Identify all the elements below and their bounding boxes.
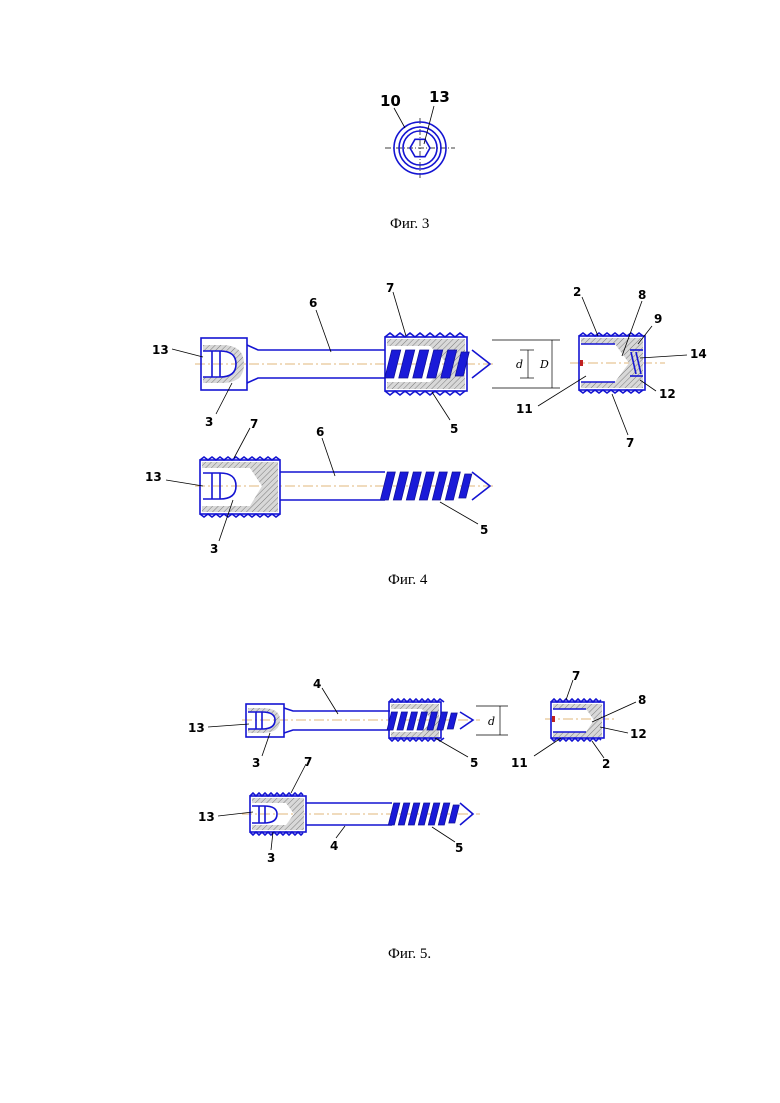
fig4-top-label-tip: 5: [450, 422, 458, 436]
fig5-bottom-label-head: 3: [267, 851, 275, 865]
fig4-sleeve-label-chamfer: 9: [654, 312, 662, 326]
fig3-end-view: 10 13: [380, 88, 455, 178]
fig4-sleeve-label-thread: 12: [659, 387, 676, 401]
fig5-sleeve-label-body: 2: [602, 757, 610, 771]
fig4-bottom-label-socket: 13: [145, 470, 162, 484]
fig5-top-label-shaft: 4: [313, 677, 321, 691]
fig5-top-thread: [387, 712, 457, 730]
fig4-sleeve-label-body: 2: [573, 285, 581, 299]
fig3-label-hex: 13: [429, 88, 450, 106]
fig4-bottom-assembly: 13 3 7 6 5: [145, 417, 495, 556]
fig5-sleeve-label-slot: 11: [511, 756, 528, 770]
fig5-bottom-assembly: 13 3 7 4 5: [198, 755, 480, 865]
fig5-caption: Фиг. 5.: [388, 946, 431, 962]
fig5-sleeve-part: 7 8 12 11 2: [511, 669, 647, 771]
fig5-dim-d: d: [488, 715, 495, 728]
fig4-sleeve-label-outer: 7: [626, 436, 634, 450]
fig4-top-label-shaft: 6: [309, 296, 317, 310]
fig4-sleeve-label-bore: 14: [690, 347, 707, 361]
fig4-top-label-socket: 13: [152, 343, 169, 357]
fig5-top-label-head: 3: [252, 756, 260, 770]
fig4-top-label-head: 3: [205, 415, 213, 429]
fig5-bottom-label-shaft: 4: [330, 839, 338, 853]
fig5-sleeve-label-edge: 8: [638, 693, 646, 707]
fig4-dim-D: D: [539, 358, 549, 371]
fig5-top-assembly: d 13 3 4 5: [188, 677, 508, 770]
fig5-sleeve-label-outer: 7: [572, 669, 580, 683]
fig4-caption: Фиг. 4: [388, 572, 428, 588]
fig4-top-label-sleeve: 7: [386, 281, 394, 295]
fig4-bottom-label-tip: 5: [480, 523, 488, 537]
fig4-sleeve-label-edge: 8: [638, 288, 646, 302]
fig5-top-label-tip: 5: [470, 756, 478, 770]
fig5-bottom-label-socket: 13: [198, 810, 215, 824]
fig4-dim-d: d: [516, 358, 523, 371]
fig5-sleeve-label-thread: 12: [630, 727, 647, 741]
fig5-top-label-socket: 13: [188, 721, 205, 735]
fig4-sleeve-label-slot: 11: [516, 402, 533, 416]
fig4-top-assembly: d D 13 3 6 7 5: [152, 281, 560, 436]
fig4-bottom-label-head: 3: [210, 542, 218, 556]
fig4-bottom-label-shaft: 6: [316, 425, 324, 439]
fig3-caption: Фиг. 3: [390, 216, 429, 232]
fig5-bottom-label-sleeve: 7: [304, 755, 312, 769]
fig4-bottom-label-sleeve: 7: [250, 417, 258, 431]
fig5-bottom-label-tip: 5: [455, 841, 463, 855]
fig3-label-ring: 10: [380, 92, 401, 110]
